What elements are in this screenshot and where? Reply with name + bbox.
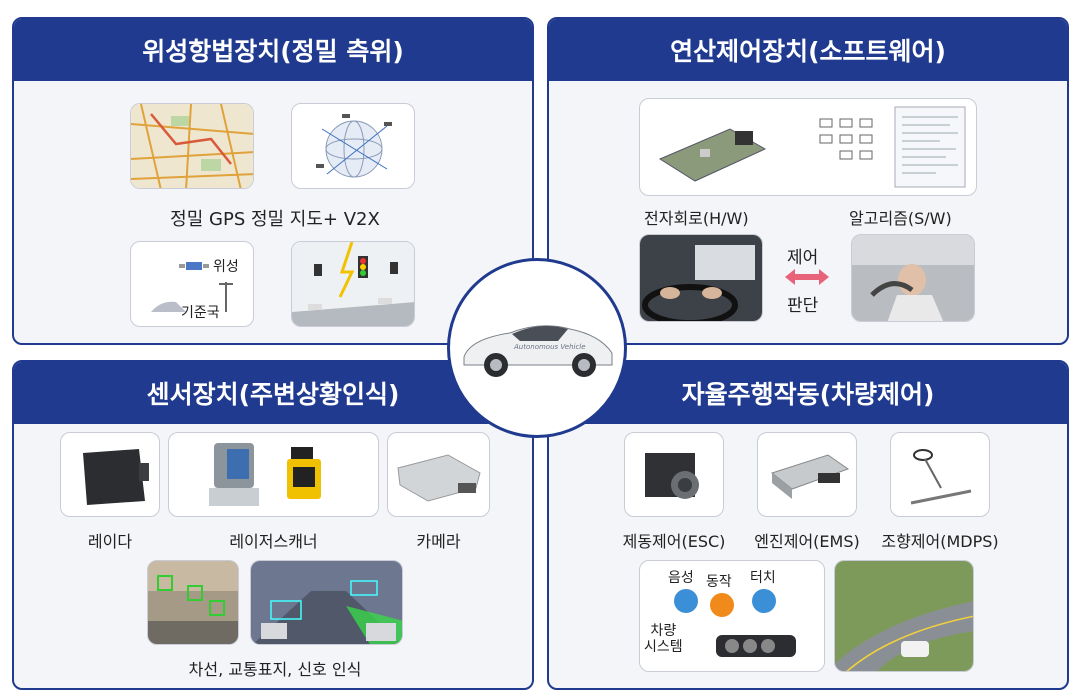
hmi-illustration: [674, 589, 796, 657]
v2x-illustration: [292, 242, 414, 326]
camera-label: 카메라: [416, 532, 461, 551]
lidar-image: [168, 432, 379, 517]
sensors-panel-title: 센서장치(주변상황인식): [14, 362, 532, 424]
recognition-label: 차선, 교통표지, 신호 인식: [188, 660, 362, 679]
lane-detection-illustration: [251, 561, 402, 644]
steering-column-illustration: [910, 449, 972, 505]
ems-image: [757, 432, 857, 517]
bidirectional-arrow-icon: [785, 269, 829, 285]
traffic-sign-image: [147, 560, 239, 645]
gesture-label: 동작: [706, 574, 732, 590]
map-image: [130, 103, 254, 189]
relaxed-driver-image: [851, 234, 975, 322]
satellite-label: 위성: [213, 259, 239, 275]
voice-label: 음성: [668, 570, 694, 586]
curved-road-illustration: [835, 561, 973, 671]
esc-image: [624, 432, 724, 517]
hw-label: 전자회로(H/W): [644, 209, 749, 228]
satellite-caption: 정밀 GPS 정밀 지도+ V2X: [170, 209, 380, 230]
radar-label: 레이다: [87, 532, 133, 551]
sw-label: 알고리즘(S/W): [849, 209, 952, 228]
car-side-text: Autonomous Vehicle: [514, 343, 586, 351]
hw-sw-image: [639, 98, 977, 196]
computing-panel-title: 연산제어장치(소프트웨어): [549, 19, 1067, 81]
satellite-station-illustration: [151, 262, 233, 312]
satellite-panel-title: 위성항법장치(정밀 측위): [14, 19, 532, 81]
hands-free-driver-illustration: [852, 235, 974, 321]
satellite-globe-illustration: [316, 114, 392, 178]
steering-hands-illustration: [640, 235, 762, 321]
camera-device-illustration: [397, 454, 481, 502]
judge-label: 판단: [787, 296, 819, 316]
laser-scanner-illustration: [209, 443, 321, 506]
ems-unit-illustration: [770, 454, 850, 499]
curved-road-image: [834, 560, 974, 672]
mdps-label: 조향제어(MDPS): [881, 532, 999, 551]
lane-detection-image: [250, 560, 403, 645]
ems-label: 엔진제어(EMS): [754, 532, 860, 551]
mdps-image: [890, 432, 990, 517]
radar-device-illustration: [83, 449, 149, 505]
satellite-base-station-image: 위성 기준국: [130, 241, 254, 327]
circuit-and-algorithm-illustration: [658, 106, 966, 188]
globe-image: [291, 103, 415, 189]
camera-image: [387, 432, 490, 517]
actuation-panel-title: 자율주행작동(차량제어): [549, 362, 1067, 424]
esc-label: 제동제어(ESC): [622, 532, 726, 551]
hmi-image: 음성 동작 터치 차량 시스템: [639, 560, 825, 672]
map-illustration: [131, 104, 253, 188]
satellite-panel: 위성항법장치(정밀 측위) 정밀 GPS 정밀 지도+ V2X: [12, 17, 534, 345]
autonomous-car-illustration: [463, 325, 613, 377]
touch-label: 터치: [750, 570, 776, 586]
driver-hands-image: [639, 234, 763, 322]
vehicle-system-label: 차량 시스템: [644, 623, 683, 655]
sensors-panel: 센서장치(주변상황인식) 레이다 레이저스캐너 카메라: [12, 360, 534, 690]
computing-panel: 연산제어장치(소프트웨어) 전자회로(H/W) 알고리즘(S/W): [547, 17, 1069, 345]
radar-image: [60, 432, 160, 517]
street-recognition-illustration: [148, 561, 238, 644]
actuation-panel: 자율주행작동(차량제어) 제동제어(ESC) 엔진제어(EMS) 조향제어(MD…: [547, 360, 1069, 690]
esc-module-illustration: [645, 453, 699, 499]
autonomous-car-circle: Autonomous Vehicle: [447, 258, 627, 438]
v2x-traffic-image: [291, 241, 415, 327]
lidar-label: 레이저스캐너: [229, 532, 318, 551]
control-label: 제어: [787, 248, 819, 268]
base-station-label: 기준국: [181, 305, 220, 321]
